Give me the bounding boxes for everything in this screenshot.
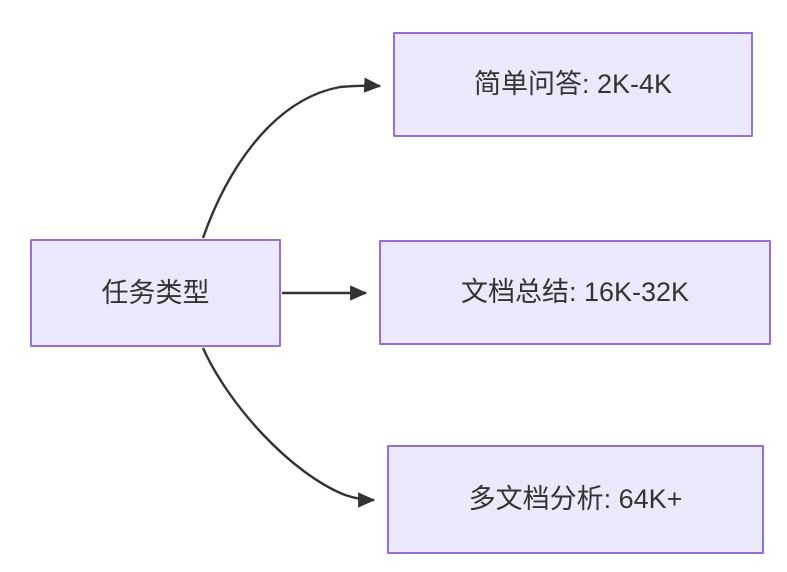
edge-root-to-multi	[201, 347, 376, 508]
node-document-summary[interactable]: 文档总结: 16K-32K	[379, 240, 771, 345]
node-multi-document-analysis[interactable]: 多文档分析: 64K+	[387, 445, 764, 554]
node-simple-qa[interactable]: 简单问答: 2K-4K	[393, 32, 753, 137]
node-task-type[interactable]: 任务类型	[30, 239, 281, 347]
node-task-type-label: 任务类型	[101, 277, 210, 308]
node-simple-qa-label: 简单问答: 2K-4K	[473, 69, 673, 100]
node-multi-document-analysis-label: 多文档分析: 64K+	[468, 484, 683, 515]
edge-root-to-simple	[201, 77, 382, 239]
node-document-summary-label: 文档总结: 16K-32K	[460, 277, 690, 308]
